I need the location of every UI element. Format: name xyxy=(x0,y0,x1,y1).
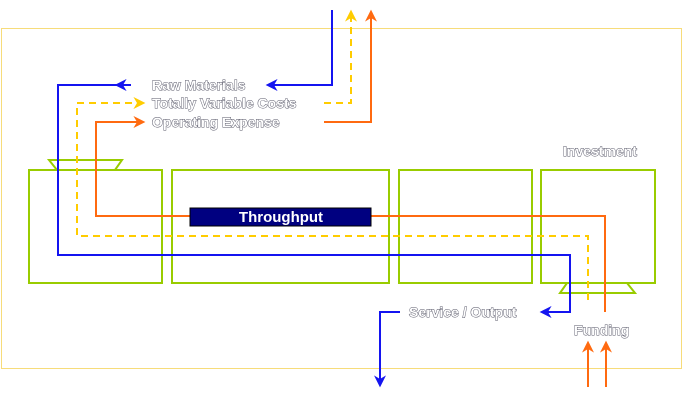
opex-flow-line xyxy=(95,116,606,312)
raw-materials-label: Raw Materials xyxy=(152,77,246,93)
outer-frame xyxy=(1,28,682,369)
raw-materials-inflow-line xyxy=(265,10,333,91)
investment-label: Investment xyxy=(563,143,637,159)
totally-variable-costs-label: Totally Variable Costs xyxy=(152,95,297,111)
throughput-bar xyxy=(189,207,372,227)
service-output-arrow xyxy=(374,311,400,388)
service-output-label: Service / Output xyxy=(409,304,517,320)
funding-label: Funding xyxy=(574,322,629,338)
input-funnel xyxy=(46,159,124,171)
tvc-outflow-line xyxy=(324,9,357,104)
stage-box-2 xyxy=(171,169,390,284)
throughput-label: Throughput xyxy=(239,209,323,226)
stage-box-3 xyxy=(398,169,533,284)
output-funnel xyxy=(558,282,638,294)
opex-outflow-line xyxy=(324,9,377,123)
stage-box-investment xyxy=(540,169,656,284)
tvc-flow-line xyxy=(76,97,589,300)
raw-materials-flow-line xyxy=(57,84,571,318)
operating-expense-label: Operating Expense xyxy=(152,114,280,130)
